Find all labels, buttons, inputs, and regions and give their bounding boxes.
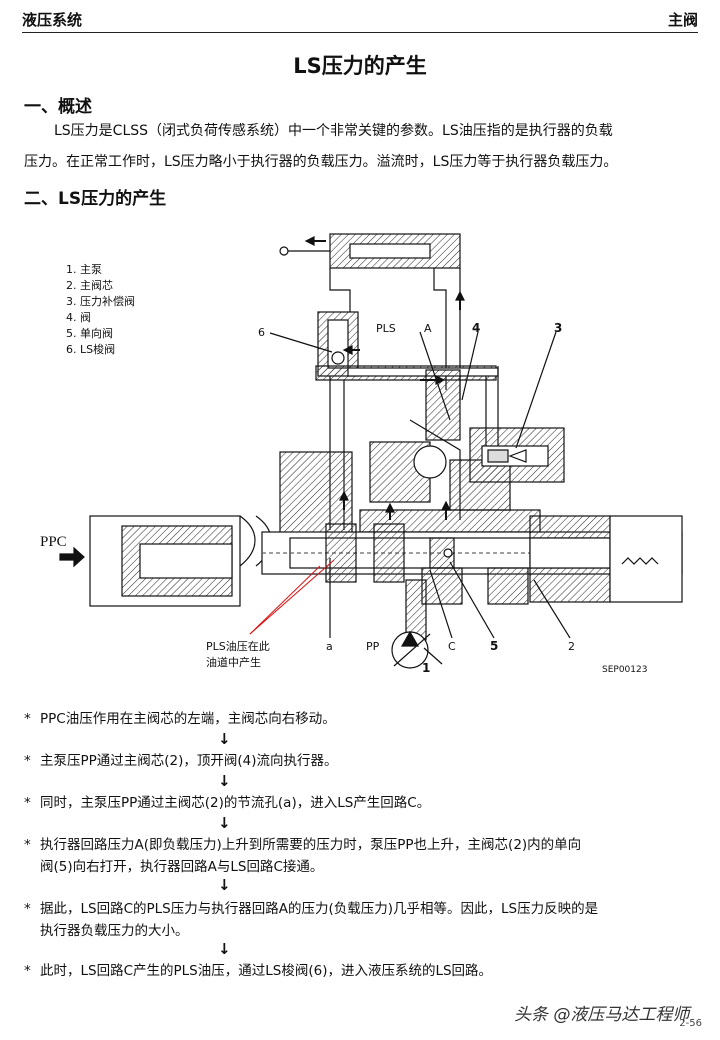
label-pls: PLS [376, 322, 396, 335]
pls-note-line-1: PLS油压在此 [206, 640, 270, 653]
valve-4-body [425, 369, 461, 441]
step-3: *同时，主泵压PP通过主阀芯(2)的节流孔(a)，进入LS产生回路C。 [24, 795, 431, 811]
overview-line-2: 压力。在正常工作时，LS压力略小于执行器的负载压力。溢流时，LS压力等于执行器负… [24, 154, 618, 170]
flow-arrow-2: ↓ [218, 772, 231, 790]
header-section-title: 液压系统 [22, 11, 83, 29]
check-valve-5 [443, 548, 453, 558]
ppc-arrow [59, 546, 85, 568]
flow-arrow-4: ↓ [218, 876, 231, 894]
legend-item-main-pump: 1. 主泵 [66, 263, 102, 276]
overview-paragraph: LS压力是CLSS（闭式负荷传感系统）中一个非常关键的参数。LS油压指的是执行器… [24, 116, 694, 178]
section-heading-generation: 二、LS压力的产生 [24, 189, 167, 209]
diagram-legend: 1. 主泵 2. 主阀芯 3. 压力补偿阀 4. 阀 5. 单向阀 6. LS梭… [66, 262, 135, 358]
label-a-upper: A [424, 322, 432, 335]
label-1: 1 [422, 661, 430, 675]
watermark: 头条 @液压马达工程师 [514, 1005, 690, 1025]
figure-code: SEP00123 [602, 665, 647, 675]
label-6: 6 [258, 326, 265, 339]
legend-item-main-spool: 2. 主阀芯 [66, 279, 113, 292]
page-number: 2-56 [679, 1018, 702, 1029]
step-6: *此时，LS回路C产生的PLS油压，通过LS梭阀(6)，进入液压系统的LS回路。 [24, 963, 493, 979]
flow-arrow-1: ↓ [218, 730, 231, 748]
overview-line-1: LS压力是CLSS（闭式负荷传感系统）中一个非常关键的参数。LS油压指的是执行器… [54, 123, 613, 139]
label-4: 4 [472, 321, 480, 335]
page-title: LS压力的产生 [293, 54, 427, 78]
valve-cross-section-diagram: PPC PLS A 4 3 6 a PP C 5 2 1 SEP00123 [40, 233, 683, 675]
legend-item-valve: 4. 阀 [66, 311, 91, 324]
label-ppc: PPC [40, 534, 67, 550]
section-heading-overview: 一、概述 [24, 97, 92, 117]
label-5: 5 [490, 639, 498, 653]
legend-item-check-valve: 5. 单向阀 [66, 327, 113, 340]
valve-4-poppet [413, 445, 447, 479]
label-c: C [448, 640, 456, 653]
step-5: * 据此，LS回路C的PLS压力与执行器回路A的压力(负载压力)几乎相等。因此，… [24, 901, 599, 939]
shuttle-ball [331, 351, 345, 365]
label-a-lower: a [326, 640, 333, 653]
step-2: *主泵压PP通过主阀芯(2)，顶开阀(4)流向执行器。 [24, 753, 338, 769]
legend-item-ls-shuttle-valve: 6. LS梭阀 [66, 343, 116, 356]
header-chapter-title: 主阀 [667, 11, 698, 29]
page-header: 液压系统 主阀 [22, 6, 698, 33]
step-4: * 执行器回路压力A(即负载压力)上升到所需要的压力时，泵压PP也上升，主阀芯(… [24, 837, 582, 875]
pls-note-line-2: 油道中产生 [206, 656, 261, 669]
label-3: 3 [554, 321, 562, 335]
legend-item-pressure-compensation-valve: 3. 压力补偿阀 [66, 295, 135, 308]
step-1: *PPC油压作用在主阀芯的左端，主阀芯向右移动。 [24, 711, 336, 727]
flow-arrow-5: ↓ [218, 940, 231, 958]
label-pp: PP [366, 640, 380, 653]
label-2: 2 [568, 640, 575, 653]
flow-arrow-3: ↓ [218, 814, 231, 832]
